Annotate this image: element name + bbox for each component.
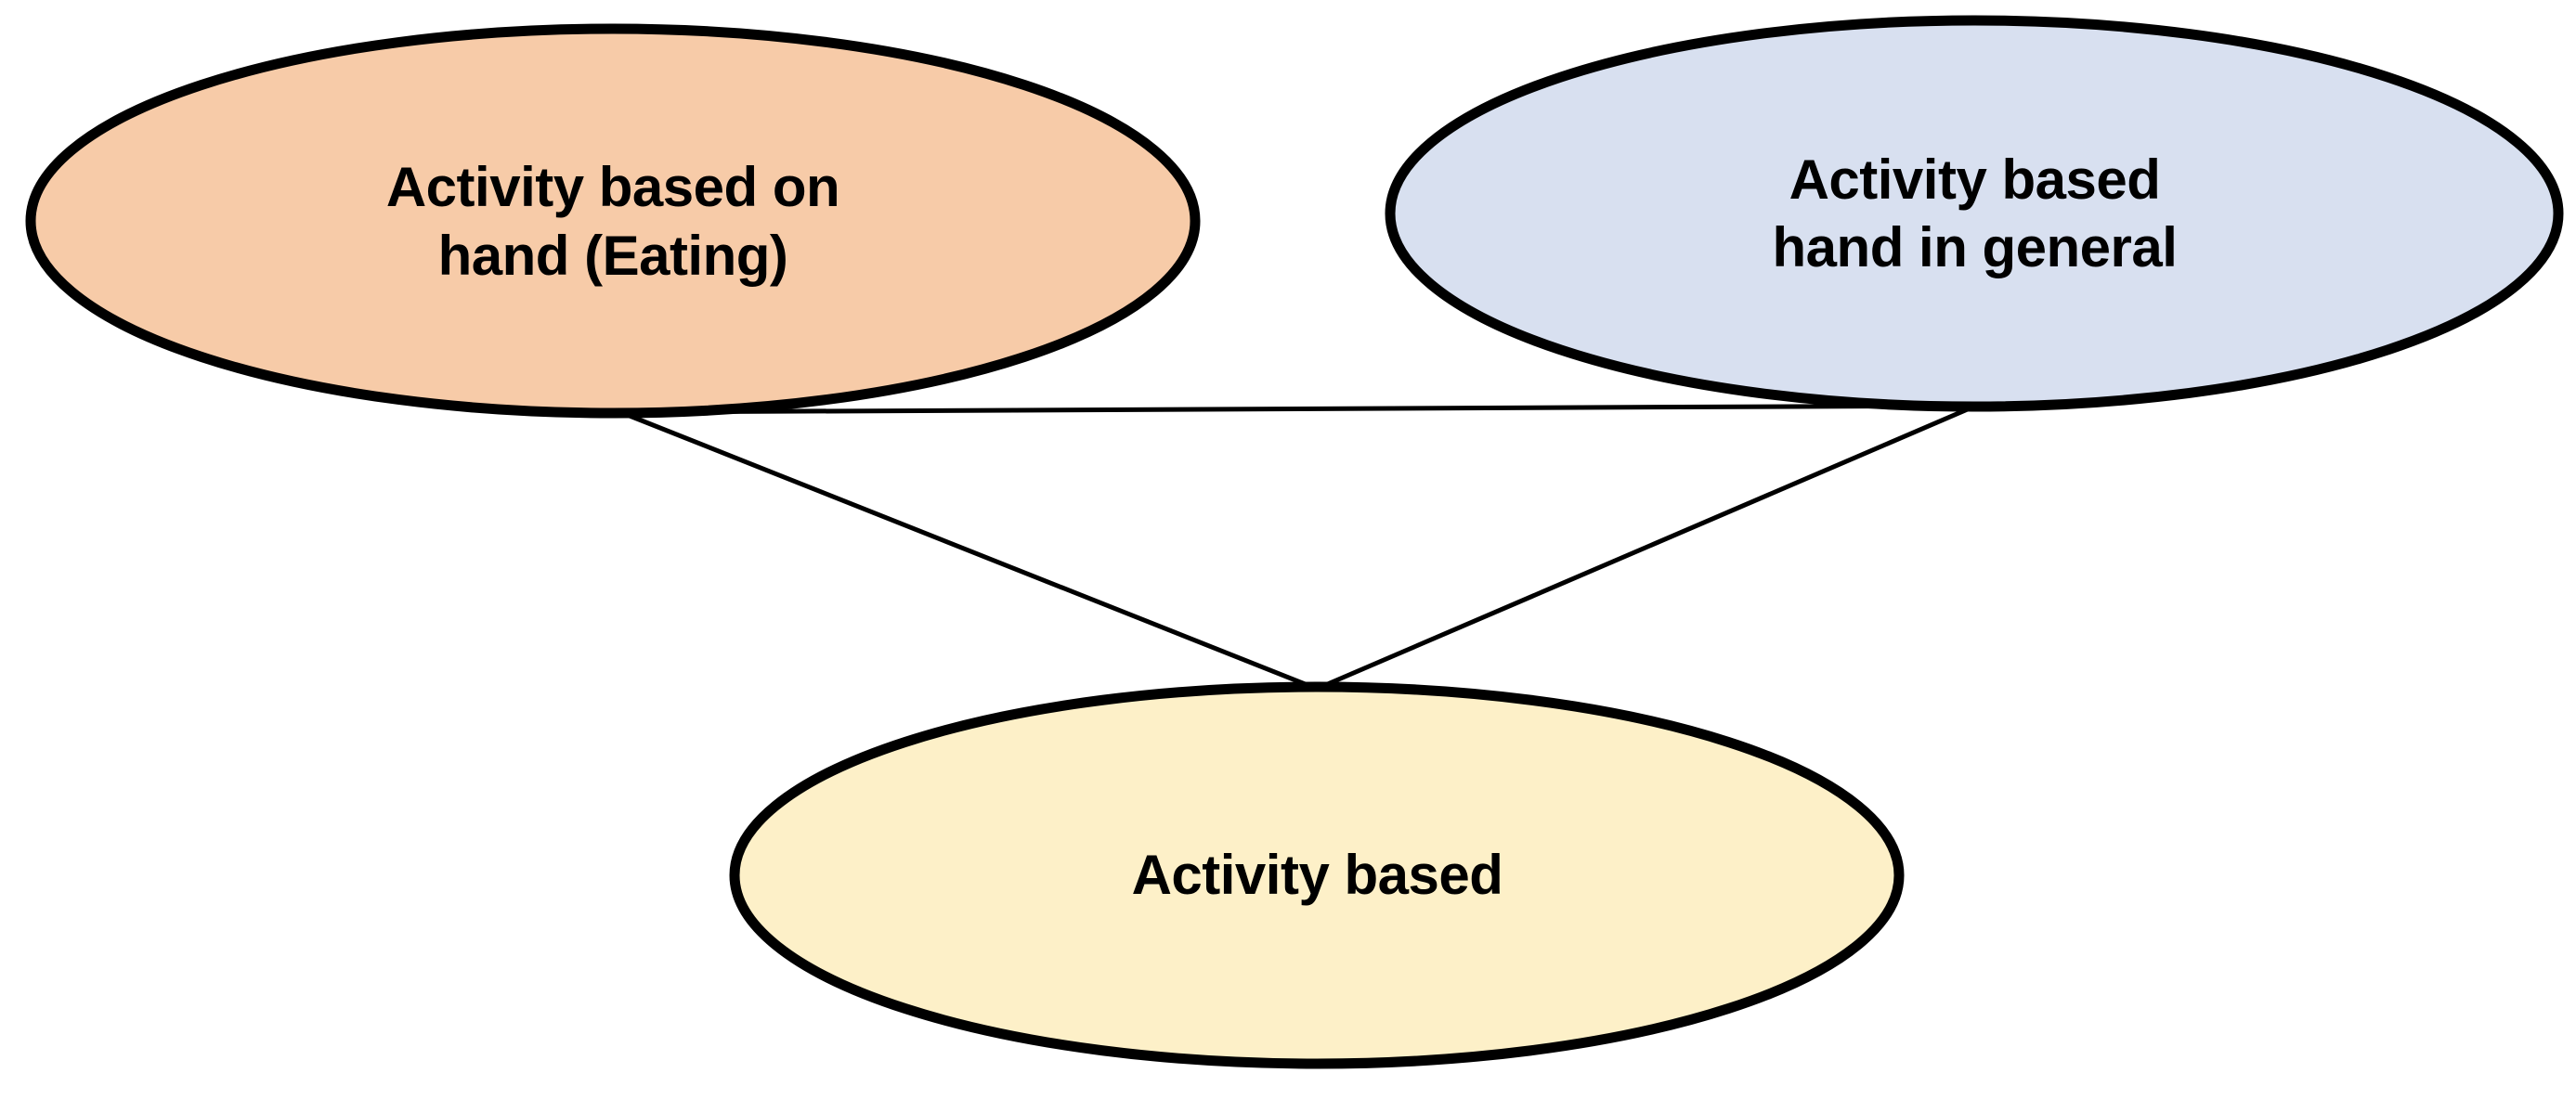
node-ellipse-activity-based-on-hand-eating[interactable] (25, 23, 1201, 419)
node-layer (25, 15, 2564, 1069)
edge-general-to-activity-based[interactable] (1316, 403, 1977, 692)
edge-eating-to-activity-based[interactable] (619, 409, 1318, 692)
node-ellipse-activity-based-hand-in-general[interactable] (1385, 15, 2564, 412)
edge-eating-to-general[interactable] (619, 403, 1977, 415)
edge-layer (619, 403, 1977, 692)
node-ellipse-activity-based[interactable] (729, 681, 1905, 1069)
